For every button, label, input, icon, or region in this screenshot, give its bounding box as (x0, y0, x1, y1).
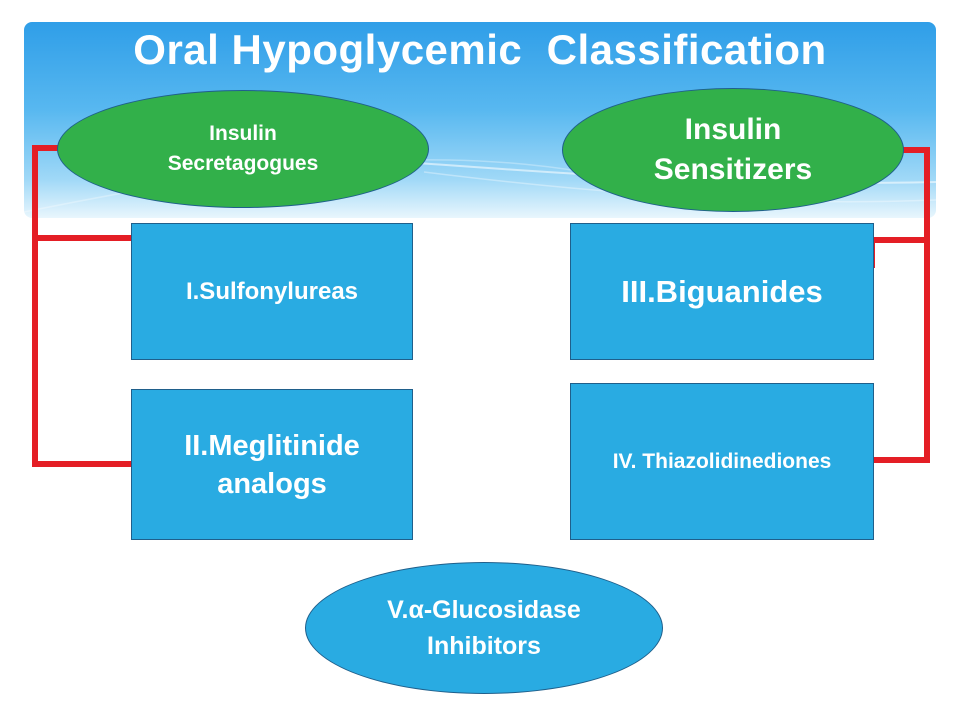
glucosidase-label: V.α-Glucosidase Inhibitors (387, 596, 581, 660)
sensitizers-label: Insulin Sensitizers (653, 113, 813, 186)
thiazolidinediones-label: IV. Thiazolidinediones (612, 449, 832, 473)
thiazolidinediones-box: IV. Thiazolidinediones (570, 383, 874, 540)
left-connector (32, 145, 133, 241)
meglitinide-box: II.Meglitinide analogs (131, 389, 413, 540)
sensitizers-oval: Insulin Sensitizers (562, 88, 904, 212)
secretagogues-label: Insulin Secretagogues (167, 122, 319, 175)
biguanides-label: III.Biguanides (621, 273, 823, 309)
glucosidase-oval: V.α-Glucosidase Inhibitors (305, 562, 663, 694)
sulfonylureas-label: I.Sulfonylureas (185, 277, 359, 305)
meglitinide-label: II.Meglitinide analogs (184, 429, 360, 500)
secretagogues-oval: Insulin Secretagogues (57, 90, 429, 208)
biguanides-box: III.Biguanides (570, 223, 874, 360)
left-bracket-to-meglitinide (32, 238, 133, 467)
right-bracket-to-thiazolidinediones (873, 240, 930, 463)
page-title: Oral Hypoglycemic Classification (133, 26, 827, 73)
sulfonylureas-box: I.Sulfonylureas (131, 223, 413, 360)
